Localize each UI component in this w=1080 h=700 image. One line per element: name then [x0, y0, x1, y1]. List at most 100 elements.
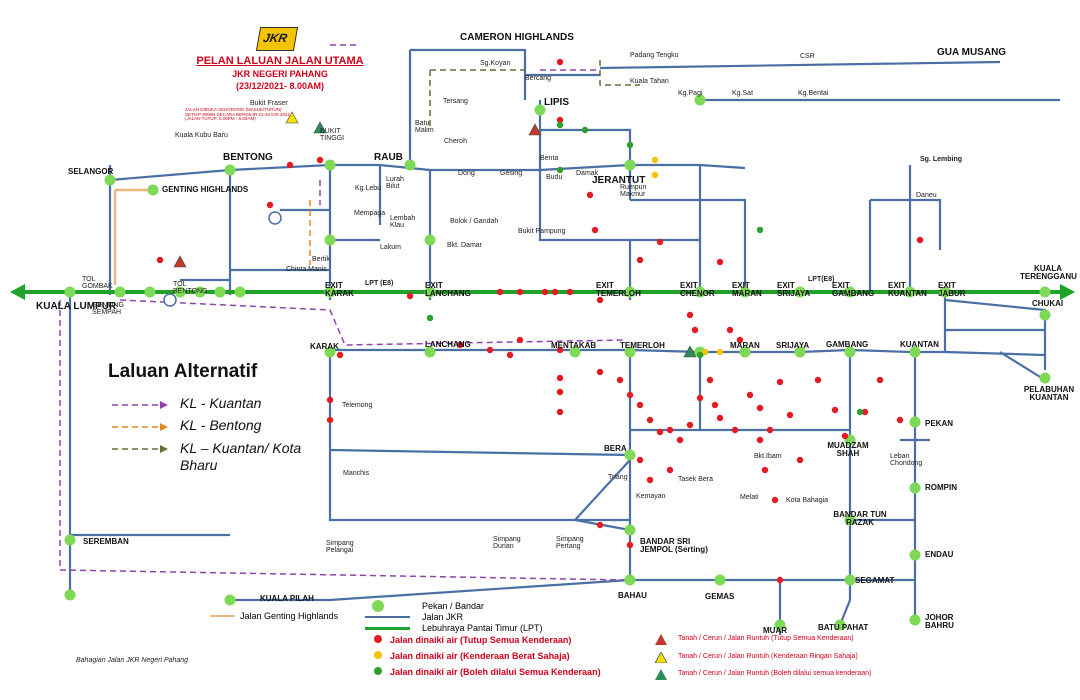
- town-dot-icon: [224, 164, 236, 176]
- place-gesing: Gesing: [500, 170, 523, 177]
- jkr-logo: JKR: [255, 27, 299, 51]
- flood-passable-dot: [696, 351, 704, 359]
- flood-closed-dot: [876, 376, 884, 384]
- town-dot-icon: [714, 574, 726, 586]
- alt-route-label: KL - Bentong: [180, 417, 262, 433]
- place-triang: Triang: [608, 474, 628, 481]
- town-genting: GENTING HIGHLANDS: [162, 185, 249, 194]
- jkr-logo-text: JKR: [261, 31, 289, 45]
- place-telemong: Telemong: [342, 402, 373, 409]
- town-chukai: CHUKAI: [1032, 299, 1064, 308]
- flood-closed-dot: [731, 426, 739, 434]
- town-maran: MARAN: [730, 341, 760, 350]
- town-lanchang: LANCHANG: [425, 340, 471, 349]
- flood-closed-dot: [556, 58, 564, 66]
- alt-route-label: KL – Kuantan/ Kota Bharu: [180, 440, 302, 473]
- place-kg-bentai: Kg.Bentai: [798, 90, 829, 97]
- flood-closed-dot: [596, 368, 604, 376]
- flood-closed-dot: [636, 256, 644, 264]
- town-sg-lembing: Sg. Lembing: [920, 156, 962, 163]
- town-dot-icon: [624, 286, 636, 298]
- legend-lpt: Lebuhraya Pantai Timur (LPT): [422, 623, 543, 633]
- town-dot-icon: [144, 286, 156, 298]
- town-jerantut: JERANTUT: [592, 175, 646, 186]
- slope-failure-triangle: [683, 345, 697, 358]
- place-lakum: Lakum: [380, 244, 402, 251]
- dashed-arrow-icon: [112, 423, 168, 431]
- flood-closed-dot: [796, 456, 804, 464]
- town-dot-icon: [114, 286, 126, 298]
- town-raub: RAUB: [374, 152, 403, 163]
- flood-closed-dot: [566, 288, 574, 296]
- place-rumpun-makmur: Rumpun Makmur: [620, 184, 647, 198]
- place-padang-tengku: Padang Tengku: [630, 52, 679, 59]
- town-seremban: SEREMBAN: [83, 537, 129, 546]
- place-bkt-damar: Bkt. Damar: [447, 242, 483, 249]
- town-dot-icon: [64, 534, 76, 546]
- flood-closed-dot: [646, 416, 654, 424]
- flood-closed-dot: [716, 258, 724, 266]
- town-dot-icon: [794, 346, 806, 358]
- flood-closed-dot: [596, 296, 604, 304]
- slope-failure-triangle: [313, 121, 327, 134]
- town-dot-icon: [694, 286, 706, 298]
- town-dot-icon: [624, 346, 636, 358]
- exit-gambang: EXIT GAMBANG: [832, 281, 875, 298]
- page-title: PELAN LALUAN JALAN UTAMA: [196, 55, 364, 67]
- town-kuala-pilah: KUALA PILAH: [260, 594, 314, 603]
- town-dot-icon: [909, 346, 921, 358]
- alt-route-label: KL - Kuantan: [180, 395, 262, 411]
- town-dot-icon: [624, 159, 636, 171]
- place-damak: Damak: [576, 170, 599, 177]
- town-dot-icon: [844, 346, 856, 358]
- flood-closed-dot: [551, 288, 559, 296]
- town-bandar-tun-razak: BANDAR TUN RAZAK: [833, 510, 887, 527]
- town-bentong: BENTONG: [223, 152, 273, 163]
- flood-passable-dot: [426, 314, 434, 322]
- town-dot-icon: [424, 286, 436, 298]
- flood-passable-dot: [856, 408, 864, 416]
- town-dot-icon: [194, 286, 206, 298]
- town-rompin: ROMPIN: [925, 483, 957, 492]
- place-kg-lebu: Kg.Lebu: [355, 185, 382, 192]
- flood-passable-dot: [556, 166, 564, 174]
- page-subtitle: JKR NEGERI PAHANG: [232, 69, 328, 79]
- town-gambang: GAMBANG: [826, 340, 869, 349]
- town-dot-icon: [624, 449, 636, 461]
- place-tasek-bera: Tasek Bera: [678, 476, 714, 483]
- flood-closed-dot: [861, 408, 869, 416]
- place-mempaga: Mempaga: [354, 210, 386, 217]
- flood-closed-dot: [736, 336, 744, 344]
- place-budu: Budu: [546, 174, 563, 181]
- town-dot-icon: [909, 482, 921, 494]
- genting-road-swatch: [210, 615, 235, 617]
- lpt-arrow-east: [1060, 284, 1075, 300]
- alt-route-kl-kuantan: KL - Kuantan: [110, 396, 310, 414]
- town-dot-icon: [147, 184, 159, 196]
- flood-closed-dot: [814, 376, 822, 384]
- town-dot-icon: [324, 159, 336, 171]
- place-tersang: Tersang: [443, 98, 468, 105]
- place-benta: Benta: [540, 155, 559, 162]
- flood-closed-dot: [336, 351, 344, 359]
- town-dot-icon: [694, 94, 706, 106]
- town-dot-icon: [534, 104, 546, 116]
- exit-karak: EXIT KARAK: [325, 281, 354, 298]
- town-temerloh: TEMERLOH: [620, 341, 665, 350]
- exit-jabur: EXIT JABUR: [938, 281, 966, 298]
- flood-closed-dot: [556, 374, 564, 382]
- town-kuala-kubu-baru: Kuala Kubu Baru: [175, 132, 228, 139]
- place-kota-bahagia: Kota Bahagia: [786, 497, 829, 504]
- place-bukit-pampung: Bukit Pampung: [518, 228, 566, 235]
- label-bukit-tinggi: BUKIT TINGGI: [320, 128, 345, 142]
- town-dot-icon: [844, 514, 856, 526]
- town-dot-icon: [174, 286, 186, 298]
- town-bera: BERA: [604, 444, 627, 453]
- town-dot-icon: [834, 619, 846, 631]
- page-date: (23/12/2021- 8.00AM): [235, 81, 325, 91]
- flood-closed-dot: [706, 376, 714, 384]
- town-dot-icon: [104, 174, 116, 186]
- town-muar: MUAR: [763, 626, 787, 635]
- flood-closed-dot: [916, 236, 924, 244]
